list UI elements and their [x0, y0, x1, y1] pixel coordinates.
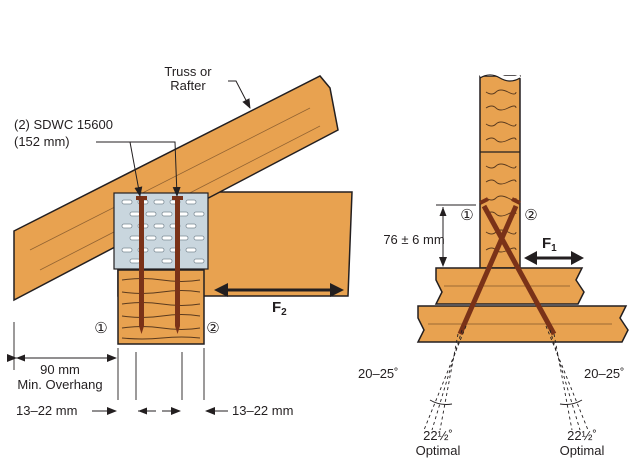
optimal-angle-right: 22½˚	[567, 428, 597, 443]
marker-screw-1-right: ①	[460, 206, 473, 224]
screw-2-angled	[457, 197, 521, 336]
screw-label-line1: (2) SDWC 15600	[14, 117, 113, 132]
optimal-label-left: Optimal	[416, 443, 461, 458]
overhang-label-line2: Min. Overhang	[17, 377, 102, 392]
screw-label-line2: (152 mm)	[14, 134, 70, 149]
screw-2	[172, 196, 183, 334]
screw-1	[136, 196, 147, 334]
screw-1-angled	[479, 197, 557, 336]
optimal-angle-left: 22½˚	[423, 428, 453, 443]
overhang-label-line1: 90 mm	[40, 362, 80, 377]
force-f2-label: F2	[272, 299, 287, 318]
force-f1-label: F1	[542, 235, 557, 254]
connector-plate	[113, 192, 209, 270]
marker-screw-1: ①	[94, 319, 107, 337]
edge-distance-left: 13–22 mm	[16, 403, 77, 418]
stud-grain	[121, 278, 201, 340]
stud-end-grain	[117, 269, 205, 345]
angle-range-left: 20–25˚	[358, 366, 398, 381]
screw-depth-label: 76 ± 6 mm	[383, 232, 444, 247]
truss-label-line1: Truss or	[164, 64, 212, 79]
marker-screw-2-right: ②	[524, 206, 537, 224]
optimal-label-right: Optimal	[560, 443, 605, 458]
angle-range-right: 20–25˚	[584, 366, 624, 381]
right-detail: 76 ± 6 mm ① ② F1 20–25˚ 20–25˚ 22½˚ Opti…	[358, 71, 629, 458]
truss-label-line2: Rafter	[170, 78, 206, 93]
marker-screw-2: ②	[206, 319, 219, 337]
left-detail: Truss or Rafter (2) SDWC 15600 (152 mm) …	[7, 64, 353, 418]
edge-distance-right: 13–22 mm	[232, 403, 293, 418]
